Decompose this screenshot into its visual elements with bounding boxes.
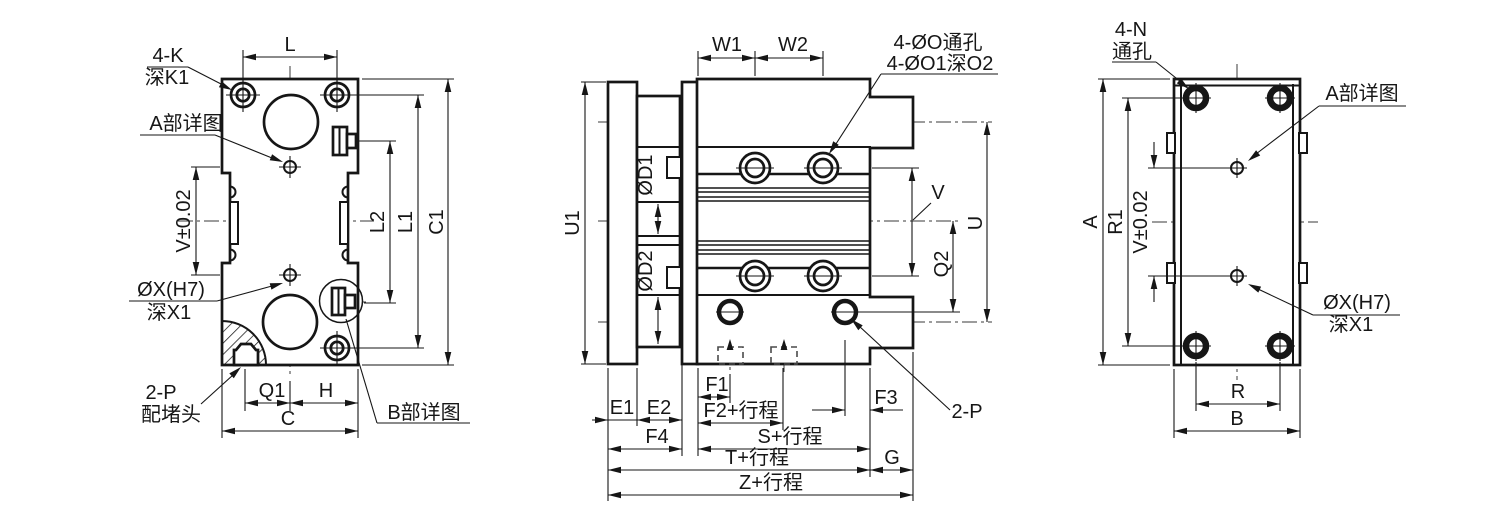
bottom-bore-circle	[261, 293, 319, 351]
dim-a-label: A	[1080, 215, 1102, 229]
dim-b-label: B	[1230, 408, 1243, 430]
top-view: A R1 V±0.02 R B 4-N 通孔	[1080, 19, 1406, 438]
dim-l1-label: L1	[395, 211, 417, 233]
callout-ox-top-line1: ØX(H7)	[1323, 292, 1391, 314]
top-view-callouts: 4-N 通孔 A部详图 ØX(H7) 深X1	[1112, 19, 1406, 336]
dim-q2-label: Q2	[931, 251, 953, 278]
dim-t-label: T+行程	[725, 446, 789, 469]
side-view-body	[606, 77, 915, 366]
side-view-callouts: 4-ØO通孔 4-ØO1深O2 2-P	[829, 31, 998, 423]
callout-4n-line1: 4-N	[1115, 19, 1147, 41]
dim-g-label: G	[884, 447, 900, 469]
callout-detail-b-label: B部详图	[387, 401, 460, 424]
callout-4k-line2: 深K1	[145, 66, 189, 89]
callout-detail-a-label: A部详图	[149, 112, 222, 135]
dim-e2-label: E2	[647, 397, 671, 419]
dim-f1-label: F1	[705, 374, 728, 396]
plug-front	[232, 342, 260, 367]
dim-h-label: H	[319, 380, 333, 402]
callout-2p-line2: 配堵头	[141, 403, 201, 426]
callout-4k-line1: 4-K	[152, 45, 184, 67]
dim-e1-label: E1	[610, 397, 634, 419]
callout-holes-line2: 4-ØO1深O2	[887, 52, 994, 75]
dim-v-label: V±0.02	[173, 189, 195, 252]
callout-4n-line2: 通孔	[1112, 40, 1152, 63]
dim-d1-label: ØD1	[635, 154, 657, 195]
front-view-dimensions: L V±0.02 L2 L1 C1 Q1 H	[173, 34, 454, 438]
dim-f4-label: F4	[645, 426, 668, 448]
top-view-outline	[1172, 77, 1302, 367]
front-view: L V±0.02 L2 L1 C1 Q1 H	[129, 34, 470, 438]
side-view: W1 W2 U1 ØD1 ØD2 V Q2	[562, 31, 998, 501]
dim-c1-label: C1	[426, 209, 448, 235]
top-bore-circle	[262, 93, 320, 151]
callout-2p-side-label: 2-P	[951, 401, 982, 423]
dim-l-label: L	[284, 34, 295, 56]
end-plate	[606, 80, 639, 366]
dim-f3-label: F3	[874, 387, 897, 409]
side-view-dimensions: W1 W2 U1 ØD1 ØD2 V Q2	[562, 34, 991, 501]
top-view-dimensions: A R1 V±0.02 R B	[1080, 78, 1301, 438]
spacer-plate	[680, 80, 700, 366]
dim-u1-label: U1	[562, 210, 584, 236]
callout-ox-line2: 深X1	[147, 301, 191, 324]
dim-w1-label: W1	[712, 34, 742, 56]
callout-ox-line1: ØX(H7)	[137, 279, 205, 301]
dim-f2-label: F2+行程	[703, 399, 778, 422]
dim-s-label: S+行程	[757, 425, 822, 448]
dim-d2-label: ØD2	[635, 250, 657, 291]
dim-z-label: Z+行程	[739, 471, 803, 494]
callout-holes-line1: 4-ØO通孔	[894, 31, 983, 54]
callout-ox-top-line2: 深X1	[1329, 313, 1373, 336]
top-view-body	[1166, 77, 1308, 367]
front-view-body	[220, 77, 364, 367]
dim-l2-label: L2	[367, 211, 389, 233]
callout-2p-line1: 2-P	[145, 382, 176, 404]
callout-detail-a-top: A部详图	[1325, 82, 1398, 105]
dim-v-top-label: V±0.02	[1130, 190, 1152, 253]
dim-r1-label: R1	[1105, 209, 1127, 235]
dim-u-label: U	[965, 216, 987, 230]
main-body	[695, 77, 915, 366]
dim-r-label: R	[1231, 381, 1245, 403]
detail-b-balloon	[318, 278, 364, 324]
dim-q1-label: Q1	[259, 380, 286, 402]
dim-c-label: C	[281, 408, 295, 430]
front-view-callouts: 4-K 深K1 A部详图 ØX(H7) 深X1 2-P 配堵头 B部详图	[129, 45, 470, 426]
dim-w2-label: W2	[778, 34, 808, 56]
dim-v-side-label: V	[931, 182, 945, 204]
